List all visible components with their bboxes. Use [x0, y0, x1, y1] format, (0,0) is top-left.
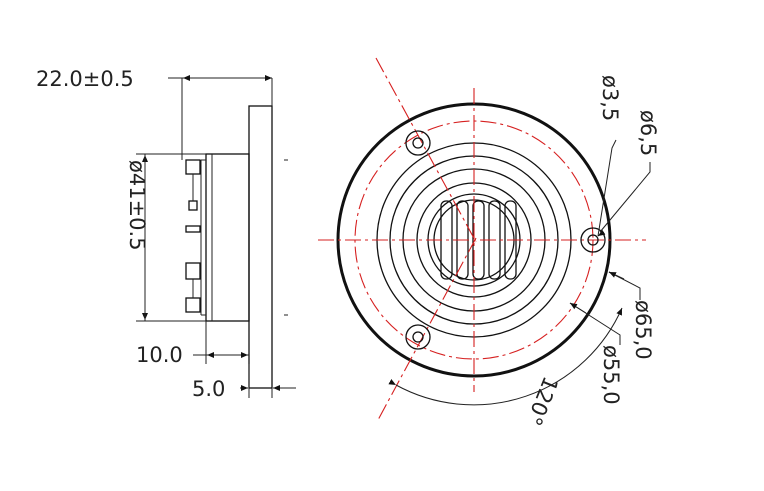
flange-dimension: 5.0 [192, 377, 225, 401]
depth-dimension: 22.0±0.5 [36, 67, 134, 91]
offset-dimension: 10.0 [136, 343, 183, 367]
bolt-circle-dimension: ø55,0 [599, 345, 623, 405]
outer-diameter-dimension: ø65,0 [631, 300, 655, 360]
mounting-hole-right [580, 227, 606, 253]
small-hole-dimension: ø3,5 [598, 75, 622, 121]
side-view: 22.0±0.5 ø41±0.5 10.0 5.0 [36, 67, 296, 401]
mounting-hole-top [405, 130, 431, 156]
side-terminals [185, 159, 201, 313]
ribbon-slots [440, 200, 517, 280]
diameter-dimension: ø41±0.5 [125, 160, 149, 251]
large-hole-dimension: ø6,5 [636, 110, 660, 156]
angle-dimension: 120° [521, 373, 562, 429]
side-flange [248, 105, 273, 389]
front-view: ø3,5 ø6,5 ø65,0 ø55,0 120° [318, 57, 660, 429]
angle-arc [388, 307, 623, 406]
side-body [205, 153, 250, 322]
